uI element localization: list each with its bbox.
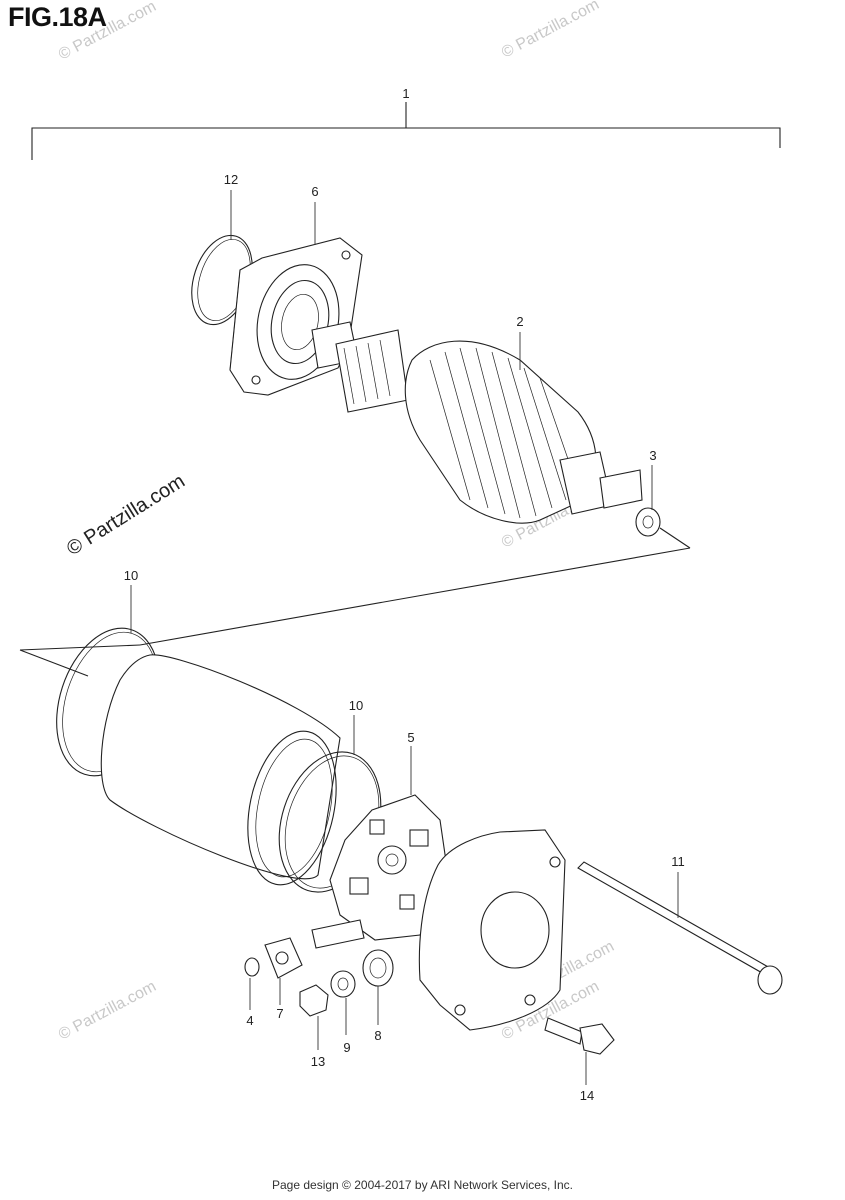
leader-lines: [130, 190, 679, 1085]
callout-12: 12: [224, 172, 238, 187]
callout-1: 1: [402, 86, 409, 101]
callout-4: 4: [246, 1013, 253, 1028]
callout-10-right: 10: [349, 698, 363, 713]
armature-2: [311, 321, 643, 524]
terminal-bolt: [311, 919, 365, 949]
callout-6: 6: [311, 184, 318, 199]
callout-labels: 1 12 6 2 3 10 10 5 11 4 7 13 9 8 14: [124, 86, 685, 1103]
watermark-lower-left: © Partzilla.com: [56, 978, 159, 1044]
circlip-4: [244, 957, 260, 977]
brush-holder-5: [329, 794, 449, 941]
page-footer: Page design © 2004-2017 by ARI Network S…: [271, 1178, 573, 1192]
small-parts: [244, 937, 615, 1055]
insulator-7: [264, 937, 303, 979]
nut-13: [299, 984, 329, 1017]
end-cover: [418, 829, 566, 1031]
callout-8: 8: [374, 1028, 381, 1043]
motor-yoke: [100, 654, 341, 886]
figure-title: FIG.18A: [8, 2, 107, 32]
long-bolt-11: [577, 861, 783, 995]
watermark-main: © Partzilla.com: [63, 470, 189, 560]
callout-11: 11: [671, 854, 685, 869]
callout-9: 9: [343, 1040, 350, 1055]
watermark-top-right: © Partzilla.com: [499, 0, 602, 62]
callout-7: 7: [276, 1006, 283, 1021]
callout-3: 3: [649, 448, 656, 463]
bushing-8: [362, 949, 394, 987]
assembly-bracket: [31, 102, 781, 160]
callout-10-left: 10: [124, 568, 138, 583]
reference-lines: [19, 527, 691, 677]
callout-5: 5: [407, 730, 414, 745]
callout-2: 2: [516, 314, 523, 329]
callout-13: 13: [311, 1054, 325, 1069]
bolt-14: [544, 1017, 583, 1045]
washer-9: [330, 970, 356, 998]
washer-3: [635, 507, 661, 537]
callout-14: 14: [580, 1088, 594, 1103]
